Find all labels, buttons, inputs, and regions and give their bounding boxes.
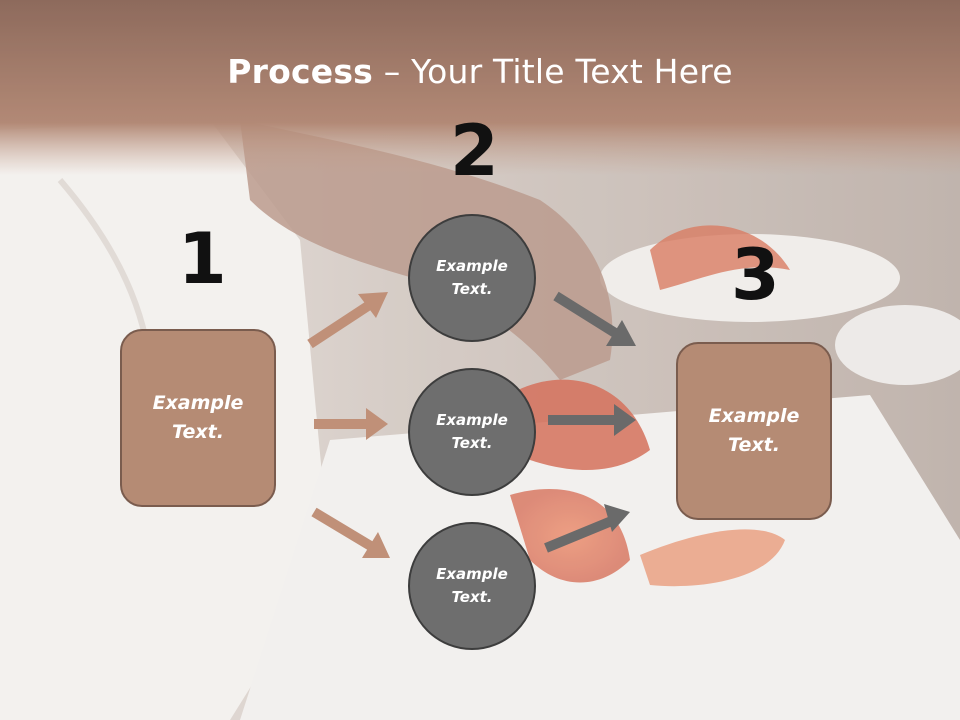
step-3-text: Example Text.: [708, 405, 800, 456]
arrow-from-bottom-circle: [544, 504, 630, 553]
slide-title: Process – Your Title Text Here: [0, 52, 960, 91]
step-1-box: Example Text.: [120, 329, 276, 507]
circle-middle-text: Example Text.: [436, 411, 508, 452]
step-number-2: 2: [450, 110, 499, 192]
step-1-text: Example Text.: [152, 392, 244, 443]
title-bold: Process: [227, 52, 374, 91]
arrow-to-top-circle: [307, 292, 388, 349]
circle-top-text: Example Text.: [436, 257, 508, 298]
step-2-circle-bottom: Example Text.: [408, 522, 536, 650]
arrow-to-middle-circle: [314, 408, 388, 440]
arrow-from-middle-circle: [548, 404, 636, 436]
step-2-circle-top: Example Text.: [408, 214, 536, 342]
step-2-circle-middle: Example Text.: [408, 368, 536, 496]
arrow-from-top-circle: [553, 291, 636, 346]
arrow-to-bottom-circle: [311, 507, 390, 558]
title-rest: – Your Title Text Here: [373, 52, 733, 91]
step-number-1: 1: [178, 218, 227, 300]
step-number-3: 3: [731, 234, 780, 316]
step-3-box: Example Text.: [676, 342, 832, 520]
circle-bottom-text: Example Text.: [436, 565, 508, 606]
